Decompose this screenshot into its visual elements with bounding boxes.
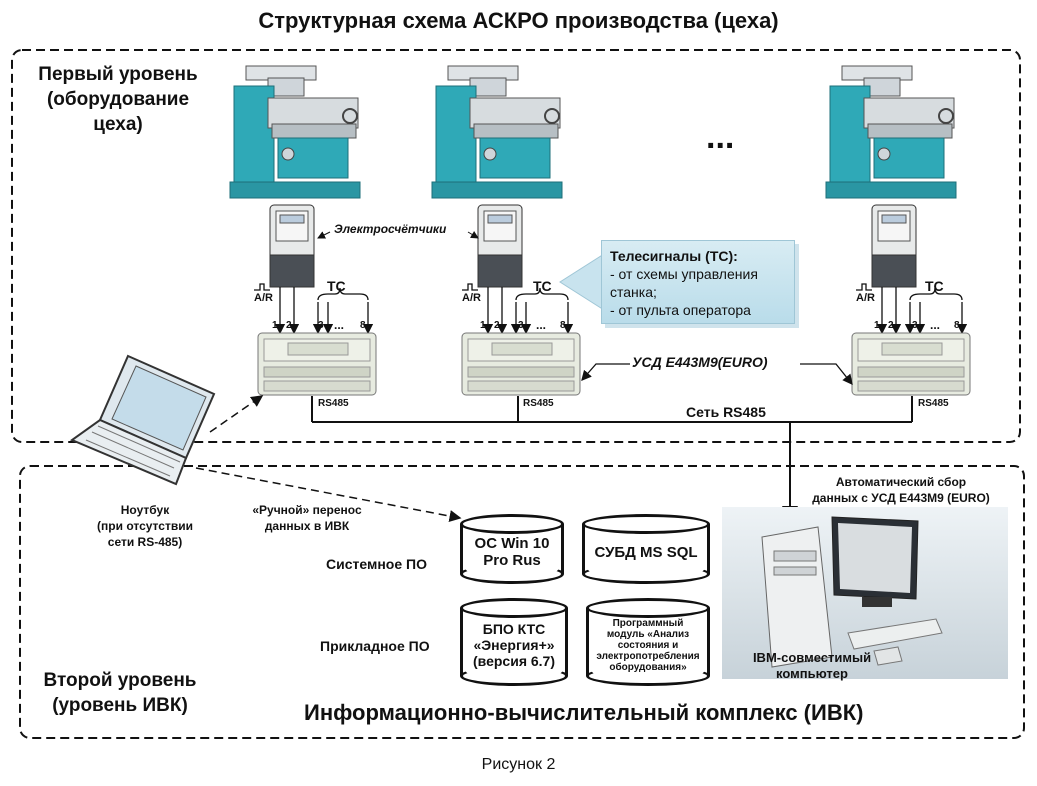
pin-2: 2	[888, 320, 894, 331]
level1-line3: цеха)	[93, 114, 143, 135]
network-label: Сеть RS485	[686, 404, 766, 420]
notebook-label: Ноутбук (при отсутствии сети RS-485)	[80, 502, 210, 550]
rs485-label-1: RS485	[318, 398, 349, 409]
db-sql-label: СУБД MS SQL	[594, 543, 698, 561]
pin-1: 1	[874, 320, 880, 331]
usd-label: УСД Е443М9(EURO)	[632, 354, 768, 370]
level1-line2: (оборудование	[46, 89, 190, 110]
pin-8: 8	[954, 320, 960, 331]
ar-label-1: A/R	[254, 292, 273, 304]
notebook-line1: Ноутбук	[120, 503, 170, 517]
db-module-line1: Программный	[612, 617, 684, 629]
diagram-title: Структурная схема АСКРО производства (це…	[258, 8, 779, 33]
pin-dots: ...	[536, 318, 547, 332]
ar-label-3: A/R	[856, 292, 875, 304]
pin-dots: ...	[334, 318, 345, 332]
notebook-line2: (при отсутствии	[97, 519, 193, 533]
level2-line1: Второй уровень	[43, 670, 197, 691]
manual-line1: «Ручной» перенос	[252, 503, 362, 517]
more-machines-ellipsis: ...	[706, 118, 735, 156]
usd-device-3	[851, 332, 971, 396]
pin-1: 1	[272, 320, 278, 331]
level2-line2: (уровень ИВК)	[52, 695, 188, 716]
db-module-line2: модуль «Анализ	[606, 628, 690, 640]
ts-label-2: ТС	[533, 278, 552, 294]
rs485-label-2: RS485	[523, 398, 554, 409]
db-module-line5: оборудования»	[609, 661, 687, 673]
usd-device-2	[461, 332, 581, 396]
db-os-win10: ОС Win 10 Pro Rus	[460, 514, 564, 584]
pc-line2: компьютер	[776, 666, 848, 681]
telesignals-item1a: - от схемы управления	[610, 266, 758, 282]
telesignals-box: Телесигналы (ТС): - от схемы управления …	[601, 240, 795, 324]
level1-label: Первый уровень (оборудование цеха)	[18, 62, 218, 137]
usd-device-1	[257, 332, 377, 396]
db-bpo-kts: БПО КТС «Энергия+» (версия 6.7)	[460, 598, 568, 686]
db-module-line3: состояния и	[617, 639, 679, 651]
ts-label-3: ТС	[925, 278, 944, 294]
auto-collection-label: Автоматический сбор данных с УСД Е443М9 …	[790, 474, 1012, 506]
auto-line1: Автоматический сбор	[835, 475, 967, 489]
level2-label: Второй уровень (уровень ИВК)	[20, 668, 220, 718]
notebook-line3: сети RS-485)	[107, 535, 183, 549]
manual-line2: данных в ИВК	[264, 519, 350, 533]
machine-tool-1	[229, 65, 361, 199]
machine-tool-2	[431, 65, 563, 199]
rs485-label-3: RS485	[918, 398, 949, 409]
telesignals-arrow	[559, 253, 605, 311]
db-module-line4: электропотребления	[596, 650, 700, 662]
telesignals-title: Телесигналы (ТС):	[610, 248, 738, 264]
pc-label: IBM-совместимый компьютер	[732, 650, 892, 682]
db-bpo-line2: «Энергия+»	[473, 637, 555, 653]
auto-line2: данных с УСД Е443М9 (EURO)	[812, 491, 990, 505]
db-bpo-line1: БПО КТС	[482, 621, 546, 637]
db-os-line2: Pro Rus	[483, 552, 541, 569]
db-analysis-module: Программный модуль «Анализ состояния и э…	[586, 598, 710, 686]
manual-transfer-label: «Ручной» перенос данных в ИВК	[232, 502, 382, 534]
pc-line1: IBM-совместимый	[752, 650, 872, 665]
meters-label: Электросчётчики	[334, 222, 447, 236]
pin-8: 8	[360, 320, 366, 331]
electricity-meter-1	[269, 204, 315, 288]
machine-tool-3	[825, 65, 957, 199]
pin-3: 3	[518, 320, 524, 331]
electricity-meter-2	[477, 204, 523, 288]
pin-3: 3	[318, 320, 324, 331]
applied-software-label: Прикладное ПО	[320, 638, 430, 654]
figure-caption: Рисунок 2	[481, 756, 556, 773]
ar-label-2: A/R	[462, 292, 481, 304]
ts-label-1: ТС	[327, 278, 346, 294]
pin-3: 3	[912, 320, 918, 331]
ivk-title: Информационно-вычислительный комплекс (И…	[304, 700, 864, 725]
db-os-line1: ОС Win 10	[474, 535, 550, 552]
system-software-label: Системное ПО	[326, 556, 427, 572]
level1-line1: Первый уровень	[38, 64, 198, 85]
db-ms-sql: СУБД MS SQL	[582, 514, 710, 584]
laptop-icon	[69, 354, 216, 486]
pin-1: 1	[480, 320, 486, 331]
electricity-meter-3	[871, 204, 917, 288]
pin-2: 2	[286, 320, 292, 331]
telesignals-item2: - от пульта оператора	[610, 302, 751, 318]
pin-2: 2	[494, 320, 500, 331]
computer-icon	[761, 516, 943, 668]
db-bpo-line3: (версия 6.7)	[473, 653, 555, 669]
telesignals-item1b: станка;	[610, 284, 657, 300]
pin-dots: ...	[930, 318, 941, 332]
pin-8: 8	[560, 320, 566, 331]
